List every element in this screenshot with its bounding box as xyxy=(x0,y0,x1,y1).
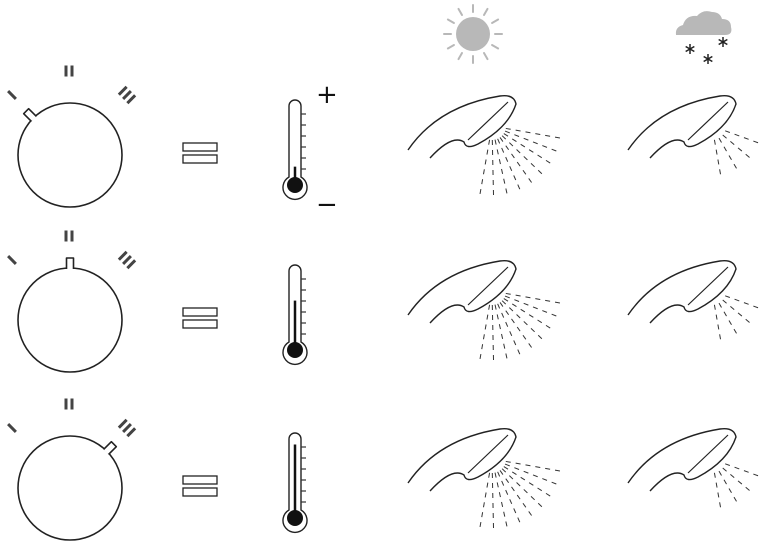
knob-icon xyxy=(8,399,135,541)
shower-head-icon xyxy=(628,96,758,175)
shower-head-icon xyxy=(408,429,560,528)
plus-sign: + xyxy=(316,82,338,108)
shower-head-icon xyxy=(408,261,560,360)
equals-icon xyxy=(183,308,217,328)
shower-head-icon xyxy=(628,261,758,340)
thermometer-icon xyxy=(283,265,307,364)
knob-icon xyxy=(8,231,135,373)
equals-icon xyxy=(183,476,217,496)
shower-head-icon xyxy=(408,96,560,195)
thermometer-icon xyxy=(283,100,307,199)
snow-cloud-icon xyxy=(676,11,732,64)
thermometer-icon xyxy=(283,433,307,532)
knob-icon xyxy=(8,66,135,208)
sun-icon xyxy=(444,5,502,63)
minus-sign: − xyxy=(316,192,338,218)
equals-icon xyxy=(183,143,217,163)
shower-head-icon xyxy=(628,429,758,508)
